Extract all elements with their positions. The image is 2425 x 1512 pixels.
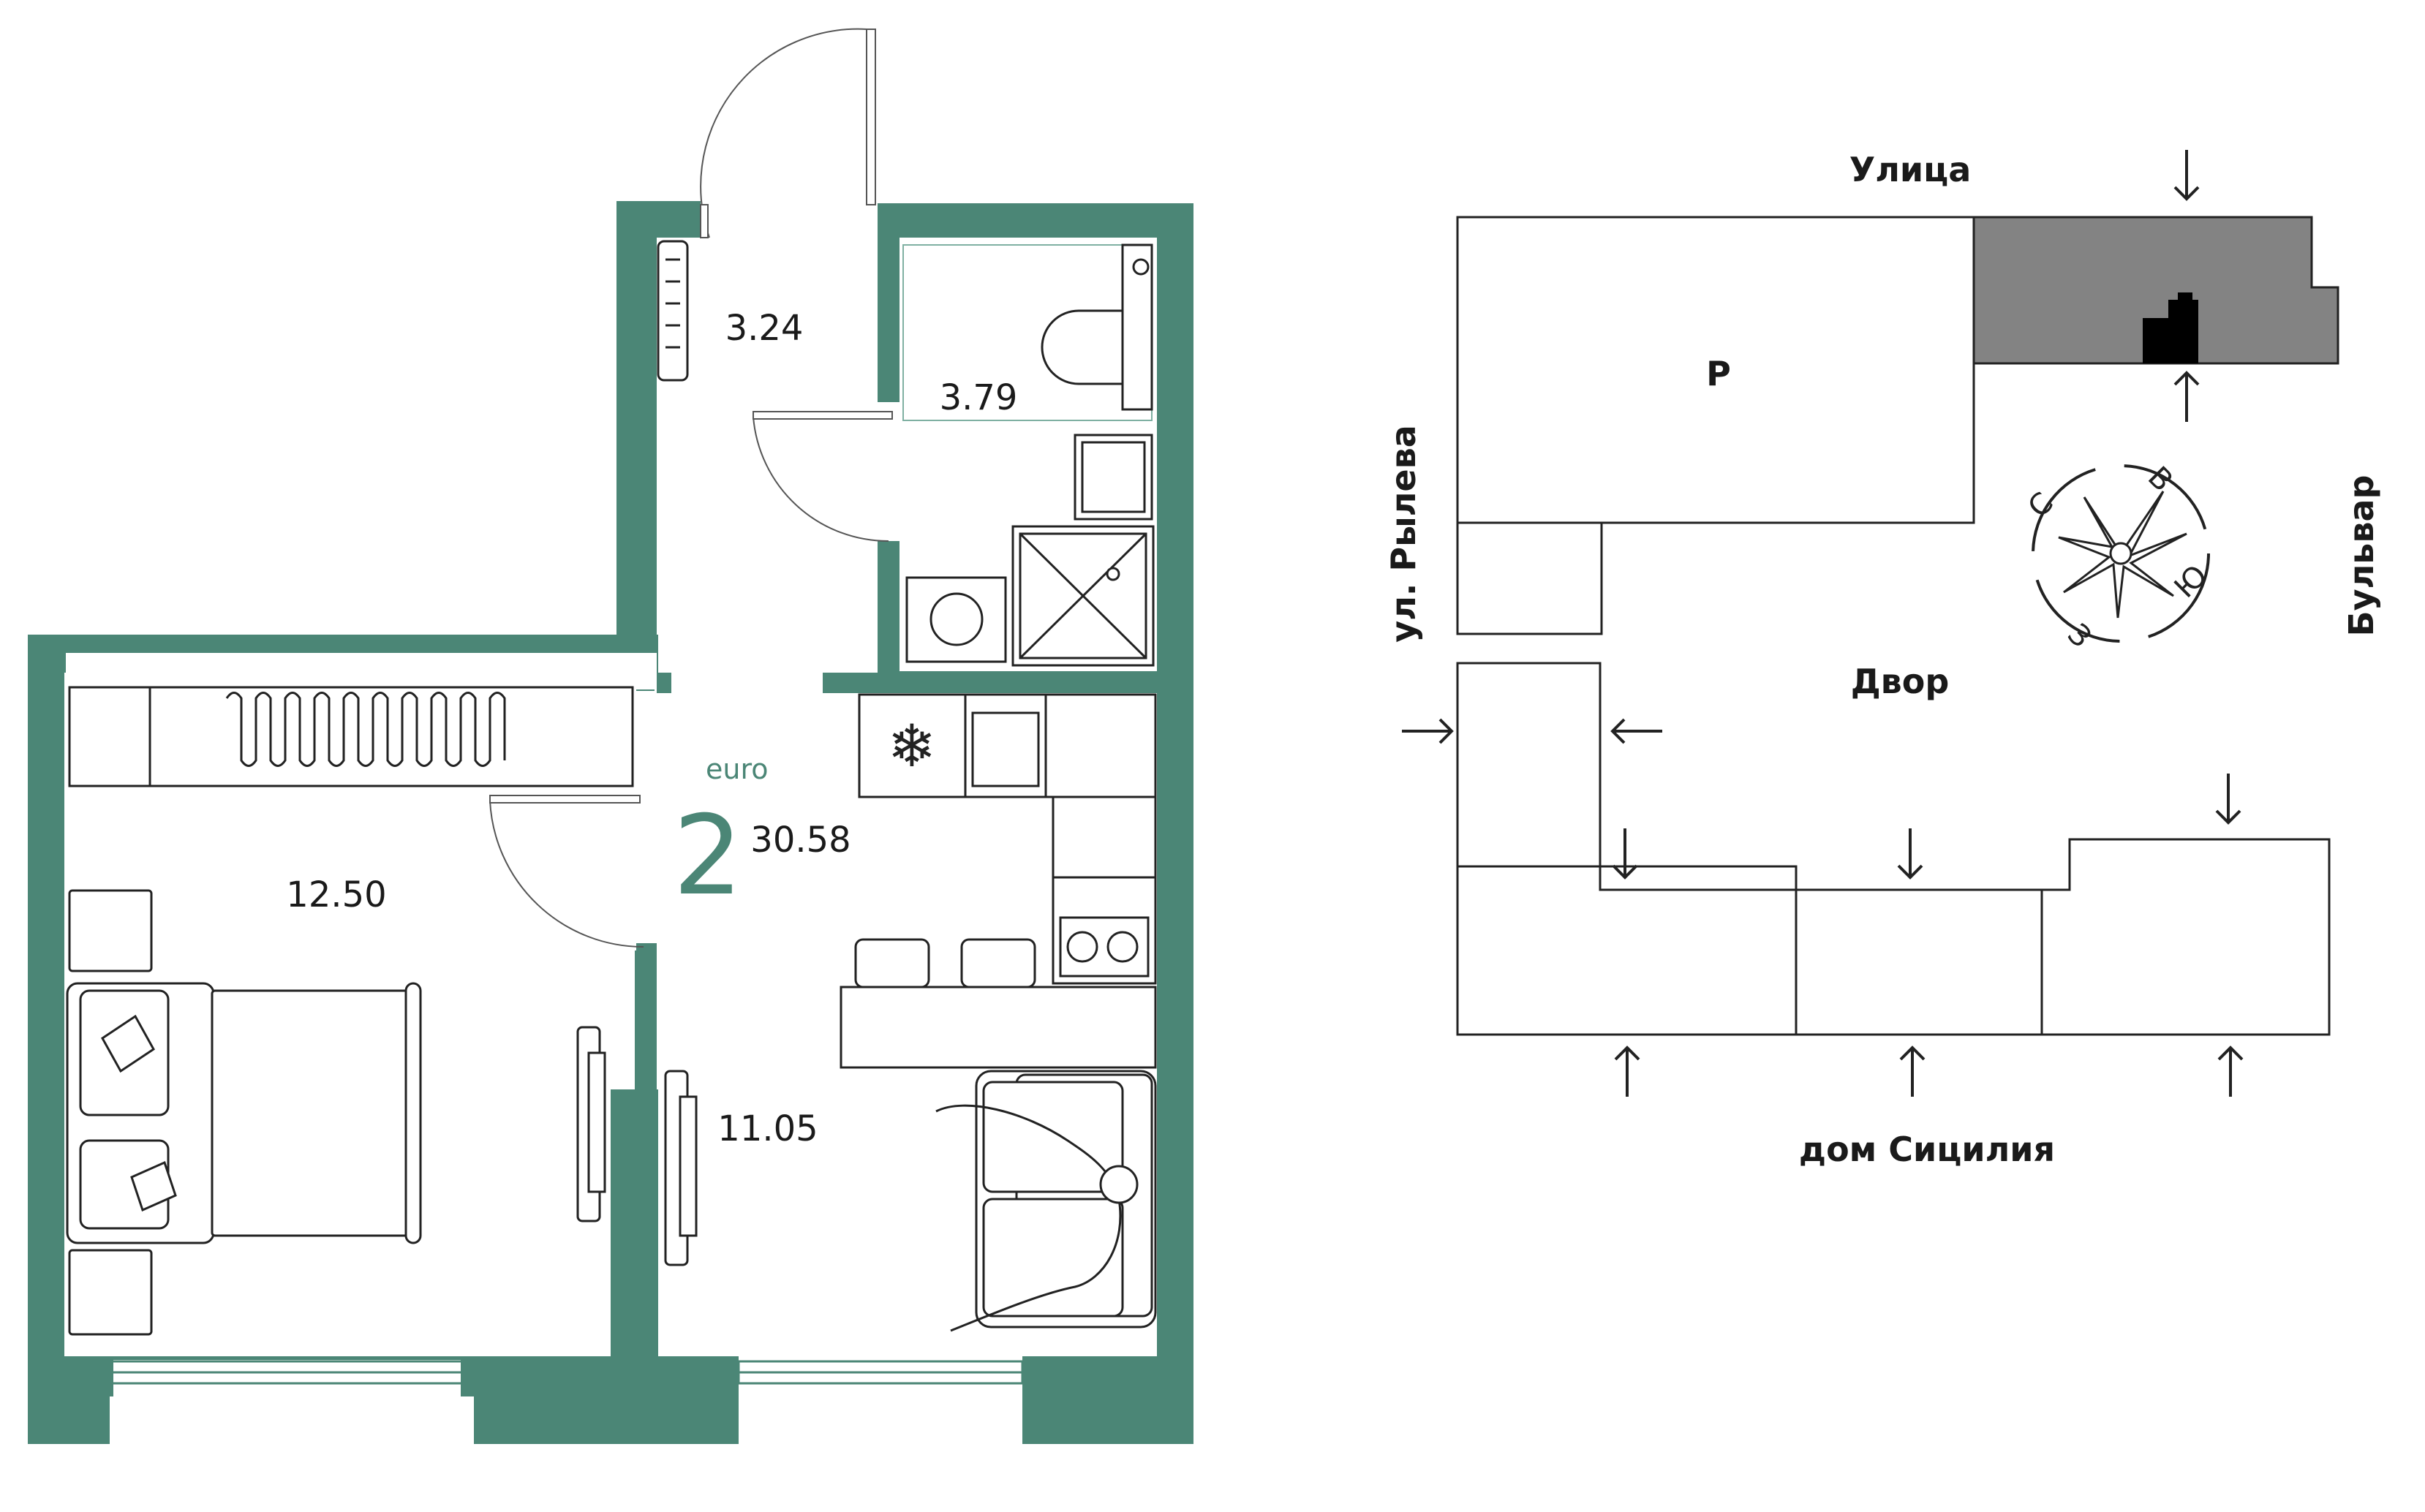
arrow-up-icon	[2173, 371, 2200, 422]
right-outer-wall	[1157, 203, 1193, 1444]
wardrobe	[68, 686, 634, 787]
plan-labels: 3.24 3.79 12.50 11.05 euro 2 30.58	[286, 308, 1017, 1149]
site-labels: Улица Р Двор дом Сицилия ул. Рылева Буль…	[1384, 150, 2381, 1169]
arrow-up-icon	[2217, 1046, 2244, 1097]
highlight-building	[1972, 216, 2339, 365]
total-area: 30.58	[750, 820, 851, 861]
arrow-down-icon	[1612, 828, 1638, 880]
apartment-marker	[2143, 292, 2198, 363]
toilet	[1041, 309, 1124, 385]
building-left-mid	[1456, 662, 1602, 868]
hall-floor	[658, 238, 878, 673]
area-bedroom: 12.50	[286, 874, 386, 915]
doors	[489, 28, 893, 948]
kitchen: ❄	[840, 693, 1157, 1069]
bath-door-leaf	[753, 411, 893, 420]
arrow-down-icon	[1897, 828, 1923, 880]
arrow-down-icon	[2173, 150, 2200, 201]
entrance-arrows	[1402, 150, 2244, 1097]
yard-label: Двор	[1851, 662, 1950, 701]
floor-plan: ❄	[28, 28, 1193, 1444]
entry-door-leaf	[866, 29, 876, 205]
right-bottom-wall	[1022, 1356, 1193, 1444]
building-bottom-1b	[1456, 865, 1798, 1036]
building-left-small	[1456, 521, 1603, 635]
type-label: euro	[706, 753, 769, 785]
arrow-up-icon	[1899, 1046, 1926, 1097]
building-bottom-3	[2040, 838, 2331, 1036]
street-right: Бульвар	[2342, 475, 2381, 637]
stool-2	[960, 938, 1036, 989]
bedroom-door-arc	[489, 800, 644, 948]
bed	[66, 889, 422, 1336]
compass: С В Ю З	[2022, 461, 2214, 655]
bedroom-floor-top	[66, 653, 657, 689]
bath-left-wall-a	[878, 238, 900, 402]
building-bottom-2	[1795, 888, 2043, 1036]
arrow-right-icon	[1402, 718, 1454, 744]
street-left: ул. Рылева	[1384, 425, 1423, 643]
arrow-left-icon	[1610, 718, 1662, 744]
bath-bottom-wall	[823, 671, 1193, 693]
sofa	[935, 1070, 1157, 1332]
street-top: Улица	[1849, 150, 1972, 189]
compass-star-icon	[2058, 491, 2187, 619]
arrow-down-icon	[2215, 774, 2241, 825]
nightstand-top	[68, 889, 153, 972]
cabinet	[1052, 795, 1157, 879]
bar-counter	[840, 986, 1157, 1069]
building-label: Р	[1706, 354, 1731, 393]
entry-door-arc	[700, 28, 867, 238]
snowflake-icon: ❄	[887, 712, 936, 780]
arrow-up-icon	[1614, 1046, 1640, 1097]
left-bottom-wall	[28, 1356, 110, 1444]
area-hall: 3.24	[725, 308, 804, 349]
hall-left-wall	[616, 201, 701, 673]
compass-e: В	[2141, 461, 2179, 499]
bedroom-door-leaf	[489, 795, 641, 804]
compass-n: С	[2022, 486, 2060, 524]
house-bottom: дом Сицилия	[1799, 1130, 2055, 1169]
bath-door-arc	[753, 416, 889, 543]
nightstand-bottom	[68, 1249, 153, 1336]
tv-units	[576, 1026, 698, 1266]
bath-left-wall-b	[878, 541, 900, 673]
divider-lower	[611, 1089, 658, 1396]
area-living-kitchen: 11.05	[717, 1108, 818, 1149]
stub-wall	[657, 671, 671, 693]
area-bathroom: 3.79	[940, 377, 1018, 418]
top-bath-wall	[878, 203, 1193, 238]
divider-wall-fill	[635, 950, 657, 1089]
fridge	[858, 693, 967, 798]
bathroom-fixtures	[902, 243, 1155, 667]
site-plan	[1456, 216, 2339, 1036]
hall-radiator	[657, 240, 689, 382]
stool-1	[854, 938, 930, 989]
rooms-count: 2	[673, 793, 742, 920]
middle-bottom-wall	[474, 1356, 739, 1444]
windows	[108, 1360, 1024, 1385]
bed-body	[211, 989, 415, 1237]
building-p	[1456, 216, 1975, 524]
